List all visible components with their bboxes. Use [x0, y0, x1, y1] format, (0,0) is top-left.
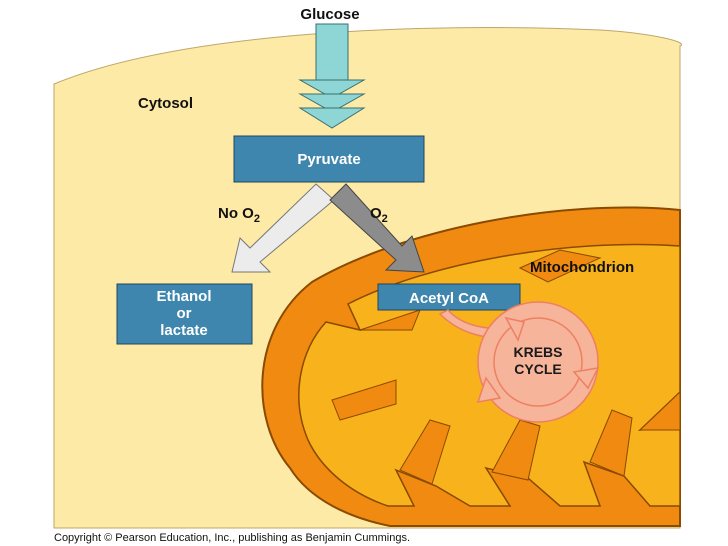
crista — [491, 419, 541, 481]
oxygen-arrow — [329, 183, 425, 273]
ethanol-label-line1: Ethanol — [157, 288, 212, 305]
crista — [638, 390, 681, 431]
oxygen-label-main: O — [370, 205, 382, 222]
crista — [399, 419, 451, 485]
crista — [589, 409, 633, 477]
krebs-arrowhead — [504, 316, 525, 342]
mitochondrion-label: Mitochondrion — [530, 259, 634, 276]
krebs-cycle — [476, 301, 600, 423]
pyruvate-label: Pyruvate — [297, 151, 360, 168]
no-oxygen-label-subscript: 2 — [254, 213, 260, 225]
krebs-label-line1: KREBS — [513, 344, 562, 360]
ethanol-label-line3: lactate — [160, 322, 208, 339]
copyright-text: Copyright © Pearson Education, Inc., pub… — [54, 532, 410, 544]
cytosol-label: Cytosol — [138, 95, 193, 112]
crista — [518, 249, 602, 283]
glucose-label: Glucose — [300, 6, 359, 23]
no-oxygen-label-main: No O — [218, 205, 254, 222]
no-oxygen-label: No O2 — [218, 205, 260, 225]
krebs-arrowhead — [572, 367, 600, 390]
crista — [359, 309, 421, 331]
krebs-cycle-center — [493, 317, 583, 407]
ethanol-label-line2: or — [177, 305, 192, 322]
krebs-arrowhead — [476, 376, 502, 403]
ethanol-lactate-box — [116, 283, 253, 345]
oxygen-label: O2 — [370, 205, 388, 225]
oxygen-label-subscript: 2 — [382, 213, 388, 225]
crista — [331, 379, 397, 421]
no-oxygen-arrow — [231, 183, 335, 273]
glucose-arrow — [298, 23, 366, 129]
acetyl-coa-label: Acetyl CoA — [409, 290, 489, 307]
pyruvate-box — [233, 135, 425, 183]
krebs-label-line2: CYCLE — [514, 361, 561, 377]
